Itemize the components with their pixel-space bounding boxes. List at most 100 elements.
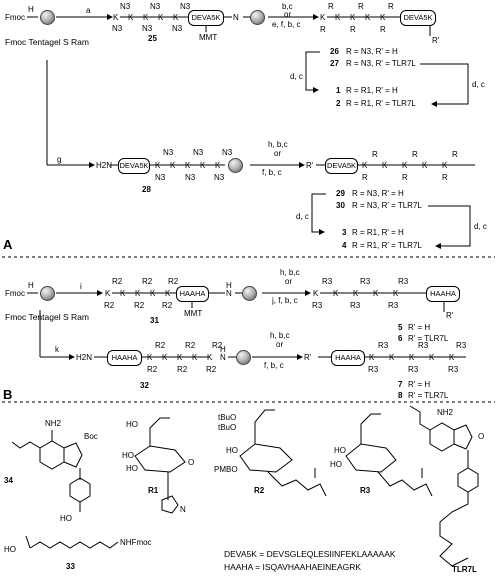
- deva5k-box-28: DEVA5K: [118, 158, 150, 174]
- chain31-k: K: [105, 289, 111, 298]
- mmt-label-31: MMT: [184, 309, 203, 318]
- chain5-r3: R3: [350, 301, 361, 310]
- resin-support-label-b: Fmoc Tentagel S Ram: [5, 312, 89, 322]
- chain28-n3: N3: [193, 148, 204, 157]
- step-fbc: f, b, c: [262, 168, 282, 177]
- chain26-rprime: R': [432, 36, 440, 45]
- haaha-box-7: HAAHA: [331, 350, 365, 366]
- product-desc: R = R1, R' = TLR7L: [346, 99, 416, 108]
- step-dc-4: d, c: [474, 222, 487, 231]
- chain26-k2: K: [335, 13, 341, 22]
- chain26-r2: R: [358, 2, 364, 11]
- chain7-r3: R3: [368, 365, 379, 374]
- chain26-r6: R: [380, 25, 386, 34]
- chain25-k2: K: [128, 13, 134, 22]
- chain25-n3-1: N3: [120, 2, 131, 11]
- arrow-dc-right-2: [428, 205, 471, 249]
- compound-32-number: 32: [140, 381, 149, 390]
- resin-bead-icon: [242, 286, 257, 301]
- chain5-r3: R3: [388, 301, 399, 310]
- chain31-k: K: [120, 289, 126, 298]
- amine-h-label: H: [28, 5, 34, 14]
- chain25-n3-2: N3: [150, 2, 161, 11]
- fmoc-label-b: Fmoc: [5, 289, 25, 298]
- chain26-r3: R: [388, 2, 394, 11]
- amine-h-label-b: H: [28, 281, 34, 290]
- s33-ho: HO: [4, 545, 16, 554]
- s34-nh2: NH2: [45, 419, 62, 428]
- r2-pmbo: PMBO: [214, 465, 238, 474]
- r3-ho-2: HO: [330, 460, 342, 469]
- step-or-4: or: [276, 340, 284, 349]
- chain29-k2: K: [382, 161, 388, 170]
- r1-ho-top: HO: [126, 420, 138, 429]
- chain29-r: R: [412, 150, 418, 159]
- r2-tbuo: tBuO: [218, 413, 237, 422]
- s34-boc: Boc: [84, 432, 98, 441]
- chain7-r3: R3: [448, 365, 459, 374]
- product-num: 26: [330, 47, 339, 56]
- chain5-k: K: [353, 289, 359, 298]
- chain31-r2: R2: [104, 301, 115, 310]
- fmoc-label: Fmoc: [5, 13, 25, 22]
- product-num: 30: [336, 201, 345, 210]
- chain25-n3-6: N3: [172, 24, 183, 33]
- chain25-k3: K: [143, 13, 149, 22]
- chain25-n: N: [233, 13, 239, 22]
- structure-R2-sketch: [239, 409, 327, 497]
- chain29-k3: K: [402, 161, 408, 170]
- chain32-n: N: [220, 353, 226, 362]
- chain31-h: H: [226, 281, 232, 290]
- compound-33-number: 33: [66, 562, 75, 571]
- chain32-r2: R2: [206, 365, 217, 374]
- step-hbc: h, b,c: [268, 140, 288, 149]
- resin-bead-icon: [40, 286, 55, 301]
- h2n-label-32: H2N: [76, 353, 93, 362]
- chain28-n3: N3: [214, 173, 225, 182]
- compound-28-number: 28: [142, 185, 151, 194]
- haaha-box-31: HAAHA: [176, 286, 209, 302]
- chain31-r2: R2: [168, 277, 179, 286]
- chain28-k5: K: [215, 161, 221, 170]
- chain7-r3: R3: [456, 341, 467, 350]
- product-num: 6: [398, 334, 403, 343]
- product-num: 3: [342, 228, 347, 237]
- chain28-k1: K: [155, 161, 161, 170]
- chain28-n3: N3: [185, 173, 196, 182]
- haaha-box-32: HAAHA: [107, 350, 142, 366]
- step-hbc-b2: h, b,c: [270, 331, 290, 340]
- product-num: 8: [398, 391, 403, 400]
- step-bc: b,c: [282, 2, 293, 11]
- compound-31-number: 31: [150, 316, 159, 325]
- chain32-h: H: [220, 345, 226, 354]
- product-num: 4: [342, 241, 347, 250]
- resin-bead-icon: [40, 10, 55, 25]
- step-fbc-b: f, b, c: [264, 361, 284, 370]
- compound-25-number: 25: [148, 34, 157, 43]
- chain5-r3: R3: [322, 277, 333, 286]
- chain32-r2: R2: [155, 341, 166, 350]
- chain29-rprime: R': [306, 161, 314, 170]
- chain32-r2: R2: [185, 341, 196, 350]
- chain29-k1: K: [362, 161, 368, 170]
- step-k-label: k: [55, 345, 59, 354]
- label-TLR7L: TLR7L: [452, 565, 477, 574]
- deva5k-box-26: DEVA5K: [400, 10, 436, 26]
- product-num: 1: [336, 86, 341, 95]
- structure-R1-sketch: [134, 417, 186, 514]
- chain32-k: K: [162, 353, 168, 362]
- structure-34-sketch: [11, 430, 91, 512]
- chain7-r3: R3: [418, 341, 429, 350]
- chain25-k1: K: [113, 13, 119, 22]
- arrow-dc-right: [420, 63, 469, 107]
- chain31-r2: R2: [142, 277, 153, 286]
- step-efbc: e, f, b, c: [272, 20, 301, 29]
- structure-R3-sketch: [345, 413, 433, 497]
- haaha-box-5: HAAHA: [426, 286, 460, 302]
- step-or-3: or: [285, 277, 293, 286]
- chain26-r4: R: [320, 25, 326, 34]
- chain31-r2: R2: [112, 277, 123, 286]
- product-num: 29: [336, 189, 345, 198]
- structure-33-sketch: [25, 535, 119, 549]
